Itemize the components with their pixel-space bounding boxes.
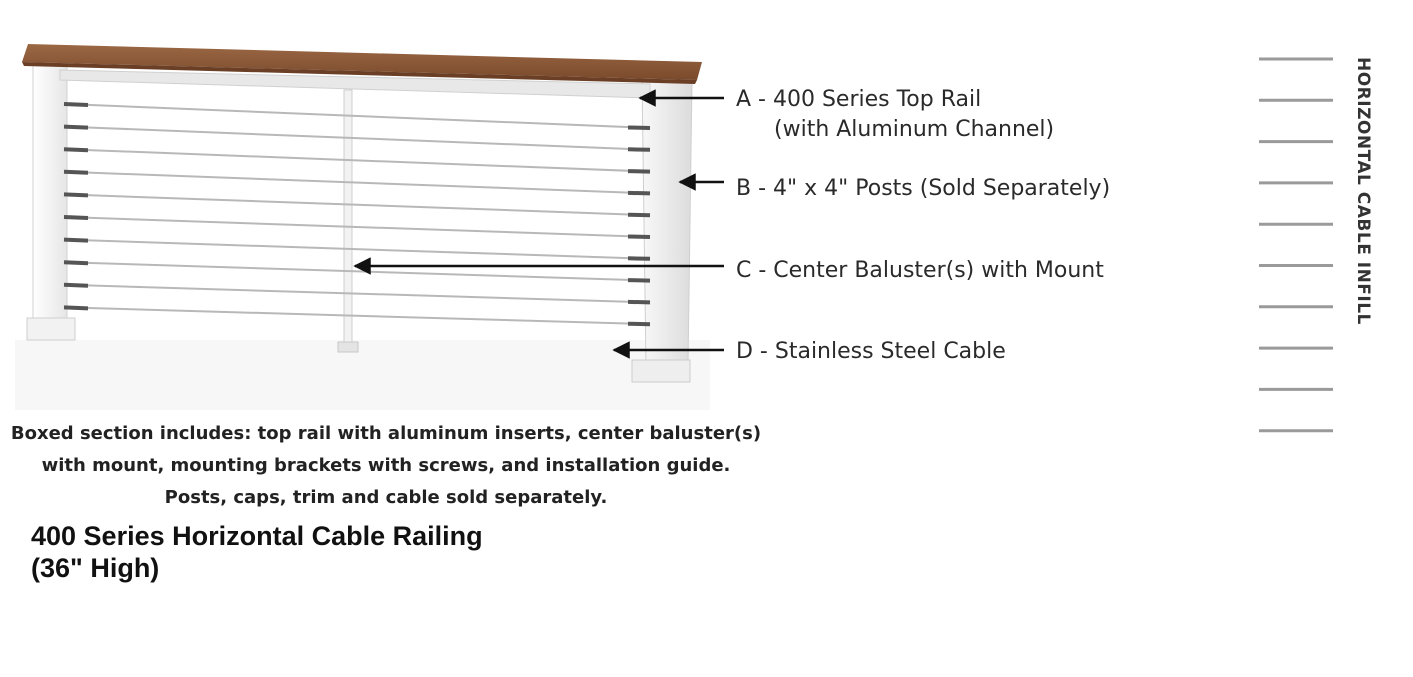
cable: [65, 193, 651, 217]
top-rail: [22, 44, 702, 80]
cable-fitting-left: [63, 305, 89, 311]
callout-b: B - 4" x 4" Posts (Sold Separately): [736, 176, 1111, 201]
center-baluster: [337, 89, 359, 353]
callout-a: A - 400 Series Top Rail (with Aluminum C…: [736, 85, 1054, 145]
callout-a-subtitle: (with Aluminum Channel): [774, 117, 1055, 142]
cable-fitting-right: [627, 125, 651, 130]
cable: [65, 125, 651, 151]
right-post: [631, 79, 693, 383]
cable-fitting-left: [63, 124, 89, 130]
cable-fitting-right: [627, 169, 651, 174]
cable-fitting-right: [627, 190, 651, 196]
callout-c: C - Center Baluster(s) with Mount: [736, 258, 1104, 283]
top-rail-edge: [22, 62, 697, 84]
railing-illustration: [15, 44, 724, 410]
cable-fitting-right: [627, 299, 651, 305]
cable-fitting-right: [627, 147, 651, 152]
cable-fitting-right: [627, 321, 651, 327]
cable-fitting-left: [63, 282, 89, 288]
cable: [65, 216, 651, 238]
cable: [65, 238, 651, 260]
product-title-line-1: 400 Series Horizontal Cable Railing: [31, 521, 483, 551]
product-title: 400 Series Horizontal Cable Railing (36"…: [31, 520, 483, 584]
cable-fitting-left: [63, 102, 89, 107]
callout-a-title: A - 400 Series Top Rail: [736, 87, 982, 112]
description-line-2: with mount, mounting brackets with screw…: [41, 455, 731, 476]
floor-shadow: [15, 340, 710, 410]
cable-fitting-left: [63, 260, 89, 266]
cable-fitting-right: [627, 212, 651, 218]
callout-arrows: [353, 89, 724, 359]
cable: [65, 283, 651, 304]
cable: [65, 306, 651, 326]
horizontal-cable-infill-icon: [1259, 57, 1333, 433]
cable: [65, 103, 651, 129]
cable-fitting-left: [63, 237, 89, 243]
description-line-3: Posts, caps, trim and cable sold separat…: [164, 487, 608, 508]
product-title-line-2: (36" High): [31, 553, 160, 583]
cable-fitting-left: [63, 147, 89, 153]
cable-fitting-right: [627, 278, 651, 283]
left-post: [26, 61, 76, 341]
callout-d: D - Stainless Steel Cable: [736, 339, 1006, 364]
cables-group: [63, 102, 651, 327]
cable: [65, 148, 651, 173]
cable: [65, 170, 651, 195]
infill-label: HORIZONTAL CABLE INFILL: [1353, 57, 1373, 325]
cable-fitting-left: [63, 192, 89, 198]
description-line-1: Boxed section includes: top rail with al…: [10, 423, 762, 444]
cable-fitting-left: [63, 215, 89, 220]
cable-fitting-right: [627, 234, 651, 239]
cable-fitting-left: [63, 169, 89, 175]
cable-fitting-right: [627, 256, 651, 261]
